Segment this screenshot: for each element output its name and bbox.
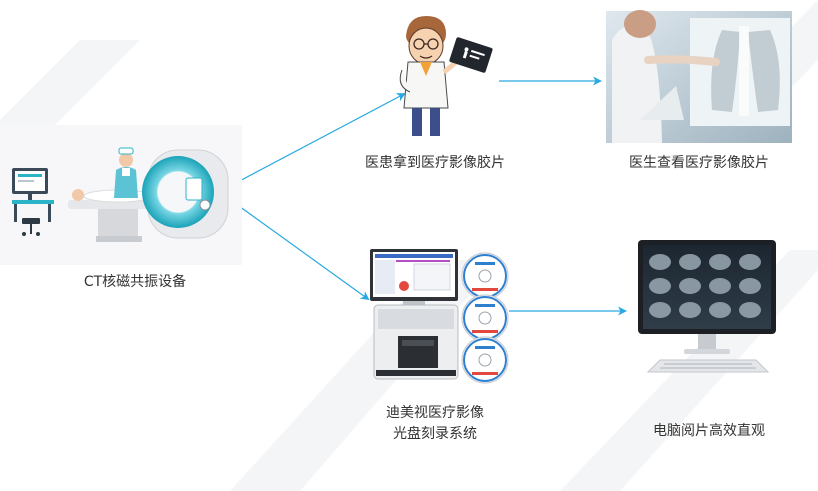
doctor-xray-photo [606, 10, 792, 143]
disc-icon [461, 252, 509, 300]
disc-burner-label-line1: 迪美视医疗影像 [386, 405, 484, 421]
pc-viewing-label: 电脑阅片高效直观 [653, 423, 765, 439]
doctor-view-label: 医生查看医疗影像胶片 [629, 155, 769, 171]
patient-film-label: 医患拿到医疗影像胶片 [365, 155, 505, 171]
disc-icon [461, 294, 509, 342]
patient-illustration [399, 16, 493, 136]
disc-icon [461, 336, 509, 384]
disc-stack [461, 252, 509, 384]
disc-burner-label: 迪美视医疗影像 光盘刻录系统 [340, 403, 530, 445]
disc-burner-label-line2: 光盘刻录系统 [393, 426, 477, 442]
computer-illustration [638, 240, 776, 373]
arrow-ct-to-patient [231, 93, 406, 186]
arrow-ct-to-burner [231, 200, 370, 301]
ct-machine-illustration [0, 125, 242, 265]
disc-burner-illustration [370, 249, 459, 380]
connector-arrows [231, 76, 627, 316]
workstation-icon [12, 168, 54, 236]
ct-machine-label: CT核磁共振设备 [83, 274, 187, 290]
